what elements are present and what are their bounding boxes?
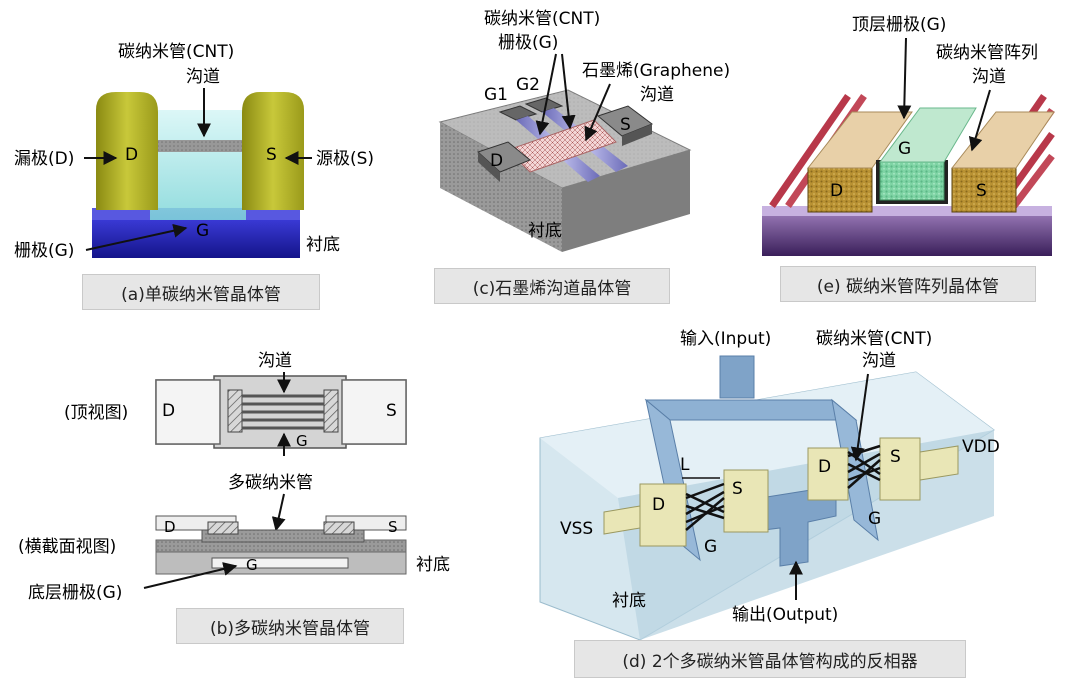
panel-c-cnt-title: 碳纳米管(CNT) [484, 9, 600, 29]
panel-d-channel-label: 沟道 [862, 351, 896, 371]
panel-c-s: S [620, 115, 631, 135]
panel-e-d: D [830, 181, 843, 201]
panel-c-substrate-label: 衬底 [528, 221, 562, 241]
panel-b-d-top: D [162, 401, 175, 421]
panel-e-substrate [762, 212, 1052, 256]
panel-d-substrate-label: 衬底 [612, 591, 646, 611]
panel-c: D S G1 G2 衬底 碳纳米管(CNT) 栅极(G) 石墨烯(Graphen… [438, 9, 730, 252]
panel-d-caption: (d) 2个多碳纳米管晶体管构成的反相器 [574, 640, 966, 678]
panel-d-left-s [723, 469, 769, 533]
panel-b-bottom-gate-label: 底层栅极(G) [28, 583, 122, 603]
panel-d-left-s-label: S [732, 479, 743, 499]
panel-b-multi-cnt-label: 多碳纳米管 [228, 473, 313, 493]
panel-b-top-view-label: (顶视图) [64, 403, 128, 423]
panel-a-s: S [266, 145, 277, 165]
panel-e-gate [879, 161, 945, 201]
panel-a-drain-label: 漏极(D) [14, 149, 74, 169]
panel-a-channel-label: 沟道 [186, 67, 220, 87]
panel-a-dielectric [150, 110, 246, 220]
panel-c-channel-label: 沟道 [640, 85, 674, 105]
panel-d-input-bus [644, 399, 858, 421]
panel-c-graphene-label: 石墨烯(Graphene) [582, 61, 730, 81]
panel-a-d: D [125, 145, 138, 165]
panel-c-g1: G1 [484, 85, 508, 105]
panel-a-caption: (a)单碳纳米管晶体管 [82, 274, 320, 310]
panel-a-drain-block [96, 92, 158, 210]
panel-e: D S G 顶层栅极(G) 碳纳米管阵列 沟道 [762, 15, 1055, 256]
panel-a-cnt-title: 碳纳米管(CNT) [118, 42, 234, 62]
panel-b-channel-label: 沟道 [258, 351, 292, 371]
panel-b-g-top: G [296, 432, 308, 450]
panel-b-bottom-gate [211, 557, 349, 569]
panel-a-source-block [242, 92, 304, 210]
panel-a-substrate: 衬底 [306, 235, 340, 255]
panel-d-left-d-label: D [652, 495, 665, 515]
panel-c-g2: G2 [516, 75, 540, 95]
panel-d-left-cnts [685, 482, 725, 531]
panel-b-cnt-lines [242, 394, 324, 430]
panel-d-left-d [639, 483, 687, 547]
panel-d-right-d [807, 447, 849, 501]
panel-d-right-s-label: S [890, 447, 901, 467]
panel-b-cross-section-label: (横截面视图) [18, 537, 116, 557]
panel-e-caption: (e) 碳纳米管阵列晶体管 [780, 266, 1036, 302]
panel-d-input-label: 输入(Input) [680, 329, 771, 349]
panel-a: D S G 衬底 碳纳米管(CNT) 沟道 漏极(D) 源极(S) 栅极(G) [14, 42, 374, 261]
panel-d-right-d-label: D [818, 457, 831, 477]
panel-c-gate-label: 栅极(G) [498, 33, 558, 53]
panel-c-d: D [490, 151, 503, 171]
panel-d-vss: VSS [560, 519, 593, 539]
panel-b-caption: (b)多碳纳米管晶体管 [176, 608, 404, 644]
panel-b-s-top: S [386, 401, 397, 421]
panel-a-g: G [196, 221, 209, 241]
panel-a-gate-layer [92, 218, 300, 258]
panel-b: D S G 沟道 (顶视图) 多碳纳米管 D S G (横截面视图) 衬底 底层… [18, 351, 450, 603]
panel-b-d-cross: D [164, 518, 176, 536]
panel-d-right-g-label: G [868, 509, 881, 529]
panel-d-output-label: 输出(Output) [732, 605, 838, 625]
panel-e-array-title: 碳纳米管阵列 [936, 43, 1038, 63]
panel-d-vdd: VDD [962, 437, 1000, 457]
panel-d: D S G D S G VDD VSS L 衬底 输入(Input) 碳纳米管(… [539, 329, 1000, 641]
panel-a-gate-label: 栅极(G) [14, 241, 74, 261]
panel-d-l: L [680, 455, 690, 475]
panel-b-g-cross: G [246, 556, 258, 574]
panel-e-top-gate-label: 顶层栅极(G) [852, 15, 946, 35]
panel-d-right-s [879, 437, 921, 501]
panel-e-g: G [898, 139, 911, 159]
panel-b-substrate-label: 衬底 [416, 555, 450, 575]
panel-e-channel-label: 沟道 [972, 67, 1006, 87]
panel-c-caption: (c)石墨烯沟道晶体管 [434, 268, 670, 304]
panel-b-s-cross: S [388, 518, 398, 536]
panel-d-left-g-label: G [704, 537, 717, 557]
panel-e-s: S [976, 181, 987, 201]
panel-d-cnt-title: 碳纳米管(CNT) [816, 329, 932, 349]
panel-a-source-label: 源极(S) [316, 149, 374, 169]
